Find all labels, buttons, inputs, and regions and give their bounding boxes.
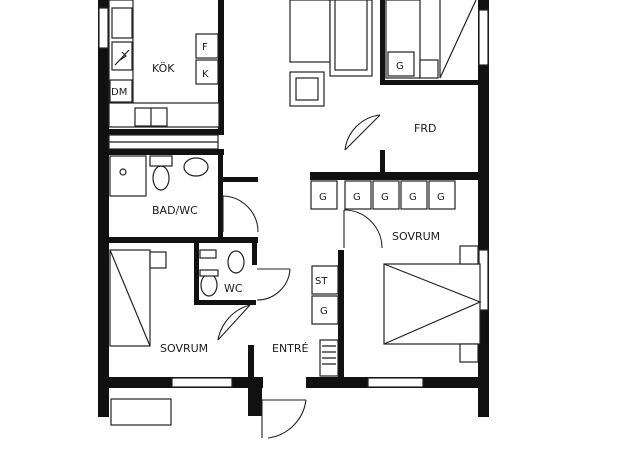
frd-door	[344, 114, 381, 151]
fridge	[195, 33, 219, 59]
wardrobe-3	[372, 180, 400, 210]
wall-bedroom-right-left	[338, 250, 344, 377]
kitchen-cabinet-top	[111, 7, 133, 39]
label-wardrobe-2: G	[353, 192, 361, 203]
wall-hall-divider	[310, 172, 480, 180]
wall-bath-bottom	[108, 237, 258, 243]
nightstand-right-top	[459, 245, 479, 265]
hall-cabinet-top	[289, 0, 331, 63]
bath-sink	[183, 157, 209, 177]
wall-kitchen-right	[218, 0, 224, 135]
frd-shelf	[419, 59, 439, 79]
wardrobe-5	[428, 180, 456, 210]
fixture-labels: F K DM G G G G G G ST G	[111, 42, 445, 317]
bath-toilet	[152, 165, 170, 191]
label-wardrobe-3: G	[381, 192, 389, 203]
entrance-cabinet	[311, 265, 339, 295]
wardrobe-4	[400, 180, 428, 210]
entrance-door	[261, 399, 307, 439]
frd-wardrobe-g	[387, 51, 415, 77]
nightstand-right-bottom	[459, 343, 479, 363]
window-right-top	[478, 9, 489, 66]
room-label-storage: FRD	[414, 122, 436, 135]
wall-bottom-ext-right	[478, 388, 489, 416]
wall-bedroom-left-right	[248, 345, 254, 377]
bath-toilet-tank	[149, 155, 173, 167]
bedroom-right-door	[343, 209, 383, 249]
wall-frd-top	[380, 80, 480, 85]
shower-drain	[119, 168, 127, 176]
window-bottom-right	[367, 377, 424, 388]
wall-right	[478, 0, 489, 417]
bedroom-right-fixtures	[383, 245, 482, 363]
frd-fixtures	[385, 0, 477, 79]
wall-kitchen-bottom	[108, 129, 224, 135]
nightstand-left	[149, 251, 167, 269]
bedroom-left-fixtures	[109, 249, 167, 347]
hall-fixtures	[289, 0, 381, 151]
frd-diagonal	[439, 0, 477, 79]
room-label-kitchen: KÖK	[152, 62, 175, 75]
wc-fixtures	[199, 249, 291, 301]
wall-entry-left	[248, 388, 262, 416]
bedroom-left-door	[217, 304, 251, 341]
double-bed-diagonals	[383, 263, 482, 345]
label-fridge: F	[202, 42, 208, 53]
wardrobe-1	[310, 180, 338, 210]
label-wardrobe-4: G	[409, 192, 417, 203]
bath-door	[222, 195, 259, 233]
stove-icon	[114, 49, 130, 66]
room-label-bedroom-left: SOVRUM	[160, 342, 208, 355]
room-label-wc: WC	[224, 282, 243, 295]
room-labels: KÖK BAD/WC WC SOVRUM ENTRÉ SOVRUM FRD	[152, 62, 440, 355]
kitchen-fixtures	[108, 0, 220, 150]
wall-wc-left	[194, 243, 199, 303]
stove	[111, 41, 133, 71]
wardrobe-2	[344, 180, 372, 210]
wall-bottom-ext	[98, 388, 108, 416]
wardrobe-row	[310, 180, 456, 249]
wc-shelf	[199, 249, 217, 259]
label-wardrobe-5: G	[437, 192, 445, 203]
wc-door	[256, 268, 291, 301]
freezer	[195, 59, 219, 85]
wall-bath-right	[218, 155, 223, 240]
entrance-radiator-lines	[322, 345, 336, 365]
wall-bath-stub	[223, 177, 258, 182]
dishwasher	[109, 79, 133, 103]
wall-frd-left	[380, 0, 385, 80]
wall-bath-top	[108, 149, 224, 155]
bath-fixtures	[109, 155, 259, 233]
room-label-entrance: ENTRÉ	[272, 342, 309, 355]
shower	[109, 155, 147, 197]
small-sink-inner	[295, 77, 319, 101]
label-wardrobe-1: G	[319, 192, 327, 203]
entrance-fixtures	[217, 265, 339, 439]
wall-wc-bottom	[194, 300, 256, 305]
entrance-wardrobe	[311, 295, 339, 325]
wall-left	[98, 0, 109, 417]
window-left-top	[98, 7, 109, 49]
windows	[98, 7, 489, 426]
label-freezer: K	[202, 69, 209, 80]
label-entrance-cabinet: ST	[315, 276, 328, 287]
label-entrance-wardrobe: G	[320, 306, 328, 317]
window-bottom-left	[171, 377, 233, 388]
room-label-bedroom-right: SOVRUM	[392, 230, 440, 243]
double-bed	[383, 263, 481, 345]
wc-sink	[227, 250, 245, 274]
wall-frd-left-lower	[380, 150, 385, 174]
label-frd-wardrobe: G	[396, 61, 404, 72]
balcony-box	[110, 398, 172, 426]
wc-toilet-tank	[199, 269, 219, 277]
bathtub-inner	[334, 0, 368, 71]
bed-left-diagonal	[109, 249, 151, 347]
room-label-bath: BAD/WC	[152, 204, 198, 217]
wall-wc-right	[252, 243, 257, 265]
label-dishwasher: DM	[111, 87, 127, 98]
interior-walls	[108, 0, 480, 377]
wc-toilet	[200, 273, 218, 297]
